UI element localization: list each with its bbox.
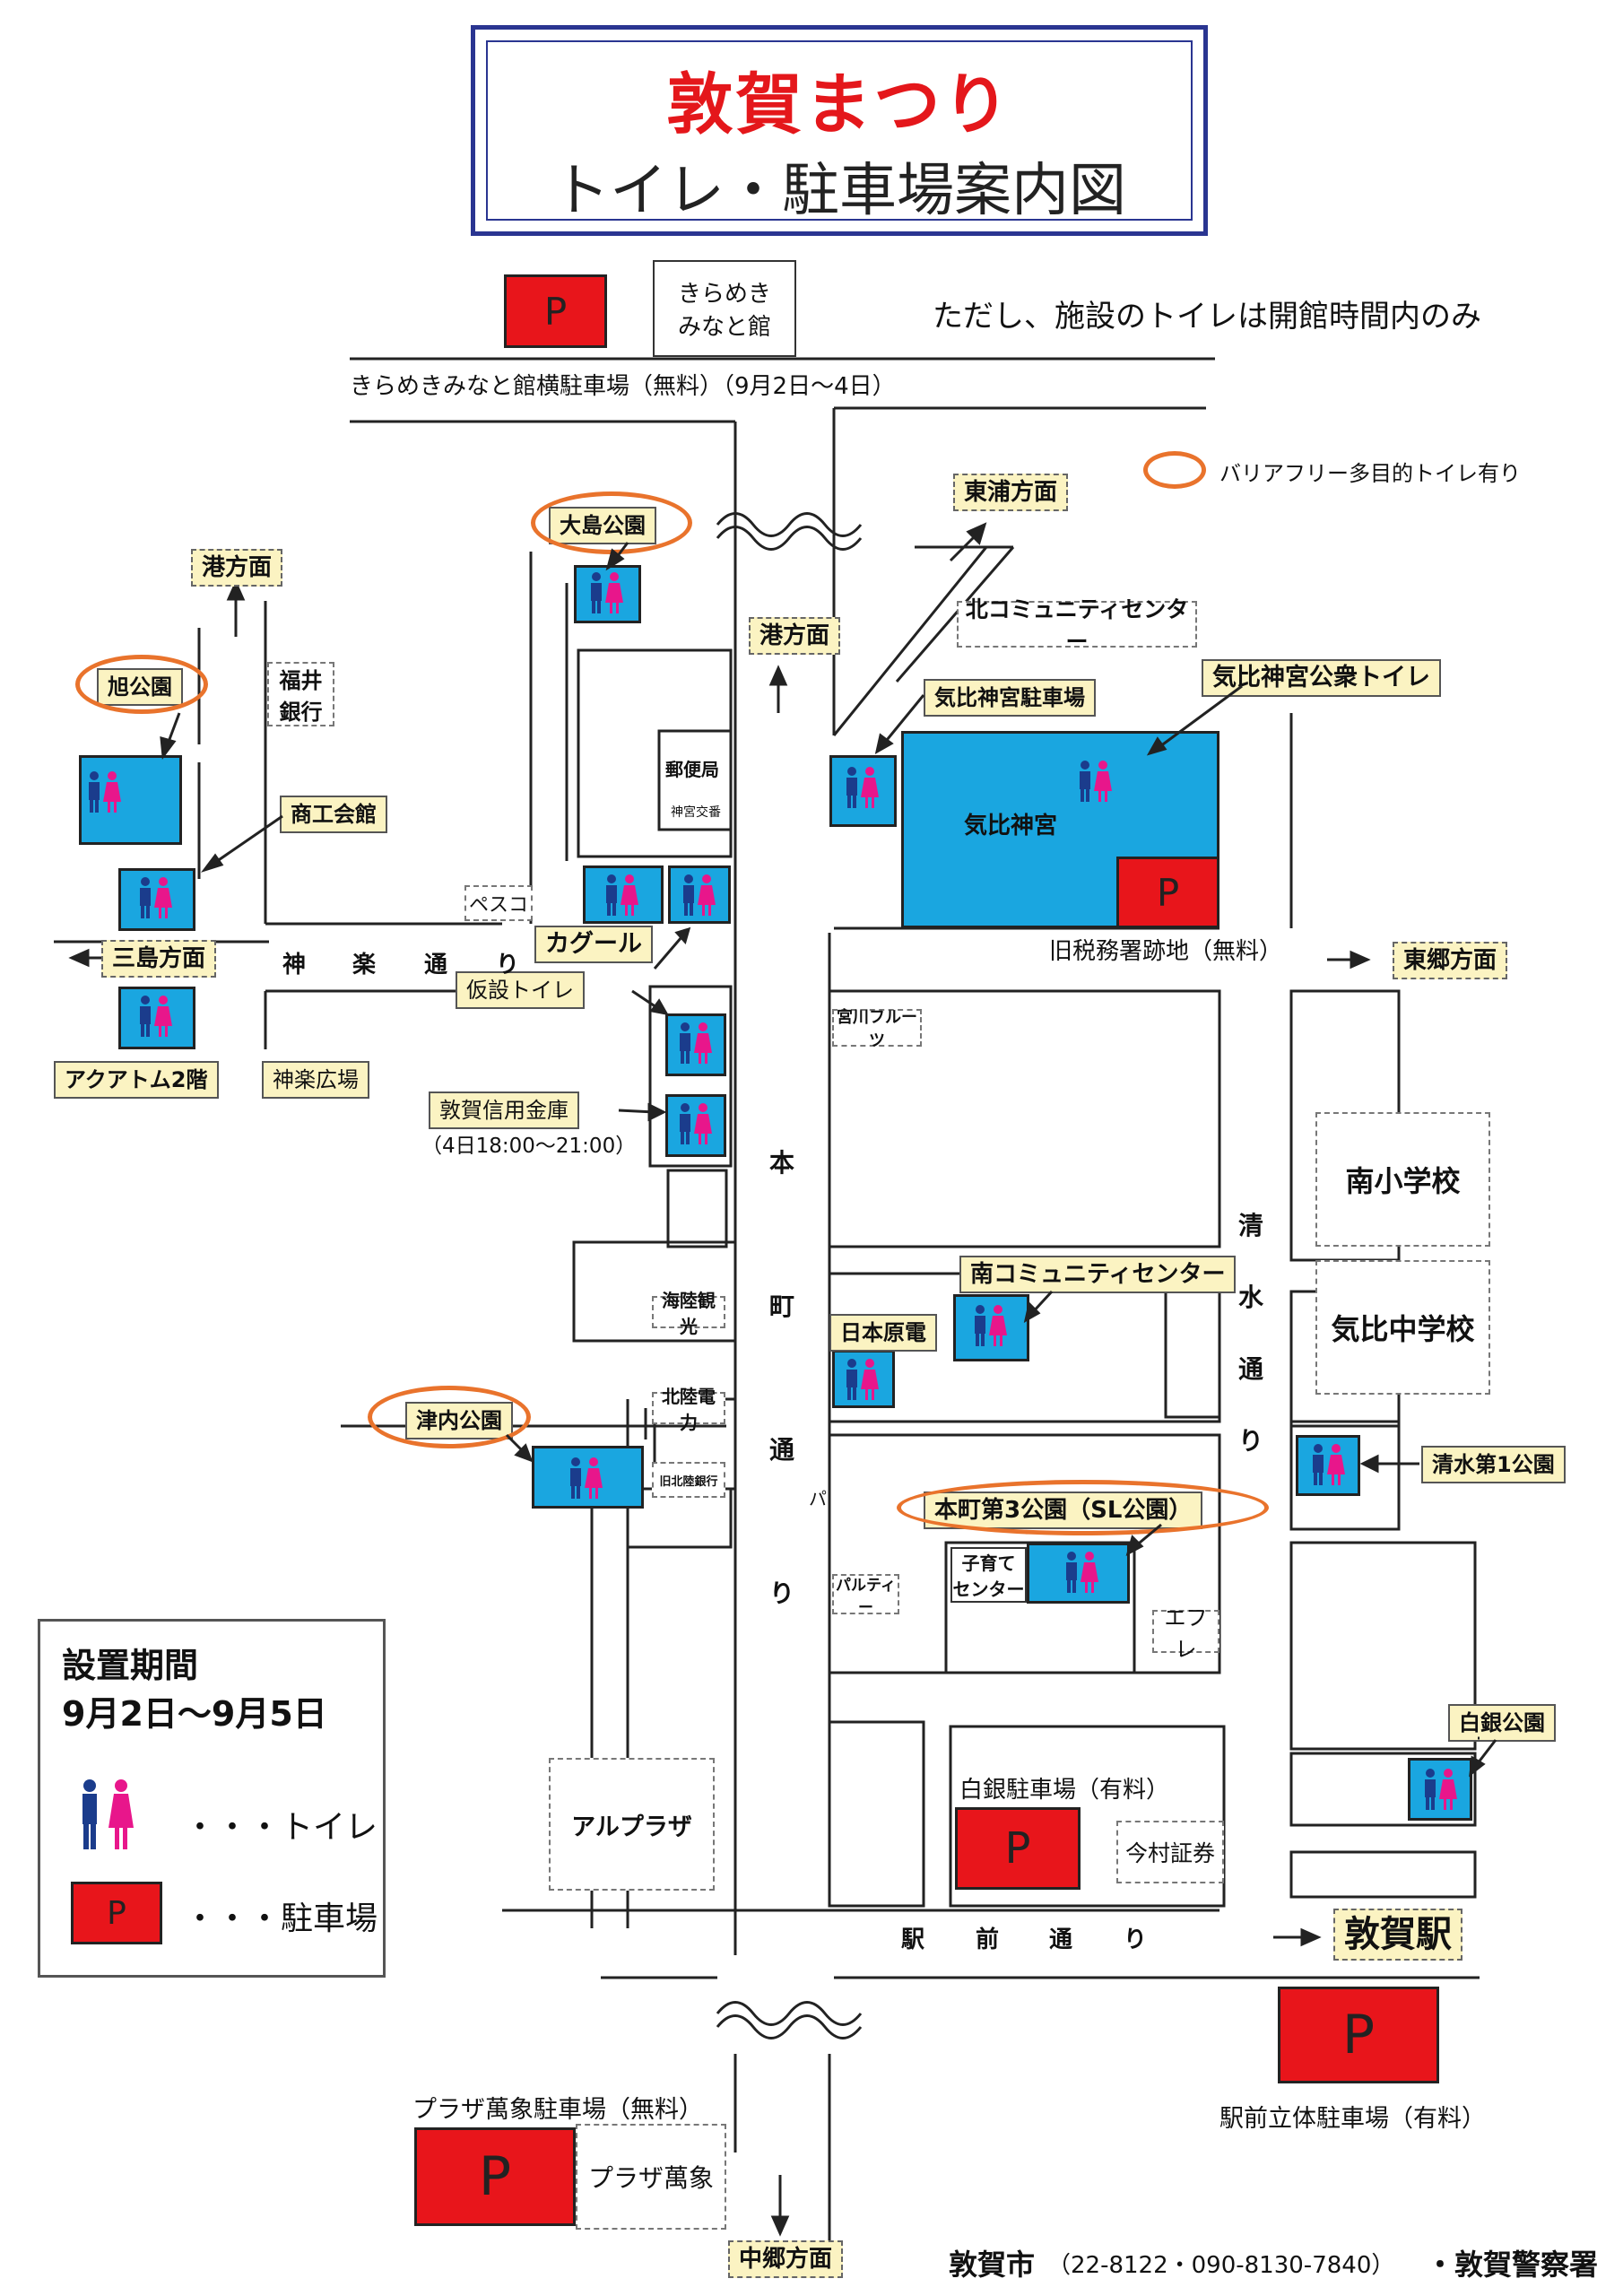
label-nihon-genden: 日本原電 (829, 1314, 937, 1352)
page-title: 敦賀まつり (666, 66, 1012, 144)
parking-kirameki: P (504, 274, 607, 348)
facility-kosodate: 子育て センター (950, 1547, 1027, 1603)
road-kagura-4: り (496, 952, 520, 978)
ekimae-lot-label: 駅前立体駐車場（有料） (1219, 2105, 1486, 2133)
kirameki-building: きらめき みなと館 (653, 260, 796, 357)
barrier-free-honmachi3 (897, 1480, 1269, 1535)
facility-kita-comm: 北コミュニティセンター (957, 596, 1197, 655)
road-honmachi-4: り (768, 1578, 794, 1608)
road-pa-mark: パ (809, 1488, 827, 1509)
label-kagura-hiroba: 神楽広場 (262, 1061, 369, 1099)
label-shokokai: 商工会館 (280, 796, 387, 833)
label-shinkin-time: （4日18:00〜21:00） (421, 1135, 637, 1158)
facility-miyakawa: 宮川フルーツ (832, 1008, 922, 1050)
toilet-honmachi3 (1027, 1543, 1130, 1604)
label-aquatom: アクアトム2階 (54, 1061, 219, 1099)
facility-fukui-bank: 福井 銀行 (267, 662, 334, 726)
parking-plaza: P (414, 2127, 576, 2226)
road-ekimae-3: 通 (1049, 1926, 1073, 1953)
road-shimizu-3: 通 (1237, 1354, 1263, 1384)
dir-minato-left: 港方面 (191, 549, 283, 587)
road-kagura-1: 神 (282, 952, 307, 978)
road-shimizu-2: 水 (1237, 1283, 1263, 1312)
footer-phones: （22-8122・090-8130-7840） (1047, 2252, 1395, 2279)
parking-kehi: P (1116, 857, 1219, 928)
facility-kehi-chu: 気比中学校 (1315, 1260, 1490, 1395)
toilet-kagool-2 (668, 865, 731, 924)
dir-tsuruga-station: 敦賀駅 (1333, 1909, 1462, 1961)
plaza-bansho: プラザ萬象 (576, 2124, 726, 2230)
facility-kyu-hokuriku: 旧北陸銀行 (652, 1462, 725, 1498)
plaza-lot-label: プラザ萬象駐車場（無料） (412, 2096, 703, 2124)
barrier-free-legend-text: バリアフリー多目的トイレ有り (1219, 461, 1521, 486)
toilet-shimizu1 (1296, 1435, 1360, 1496)
dir-nakago: 中郷方面 (728, 2240, 844, 2278)
kirameki-lot-label: きらめきみなと館横駐車場（無料）（9月2日〜4日） (350, 373, 896, 400)
dir-togo: 東郷方面 (1393, 942, 1508, 979)
barrier-free-asahi (75, 655, 208, 714)
dir-toura: 東浦方面 (953, 474, 1069, 511)
kehi-jingu-label: 気比神宮 (964, 813, 1058, 839)
road-kagura-3: 通 (424, 952, 448, 978)
label-kehi-toilet: 気比神宮公衆トイレ (1202, 659, 1441, 697)
dir-mishima: 三島方面 (101, 940, 217, 978)
legend-toilet-icon (82, 1779, 134, 1849)
legend-parking-text: ・・・駐車場 (184, 1900, 378, 1937)
facility-aruplaza: アルプラザ (549, 1758, 715, 1891)
label-kagool: カグール (534, 926, 653, 963)
road-honmachi-3: 通 (768, 1435, 794, 1465)
label-shirogane-park: 白銀公園 (1448, 1704, 1556, 1742)
barrier-free-tsunai (368, 1386, 531, 1448)
legend-title: 設置期間 (62, 1646, 199, 1685)
legend-period: 9月2日〜9月5日 (62, 1694, 327, 1734)
title-frame: 敦賀まつり トイレ・駐車場案内図 (471, 25, 1208, 236)
road-ekimae-1: 駅 (901, 1926, 925, 1953)
footer-city: 敦賀市 (949, 2248, 1036, 2282)
toilet-oshima (574, 565, 641, 623)
toilet-shirogane-park (1408, 1758, 1472, 1821)
imamura-securities: 今村証券 (1116, 1821, 1224, 1883)
label-shimizu1-park: 清水第1公園 (1421, 1446, 1566, 1483)
label-kehi-lot: 気比神宮駐車場 (924, 679, 1096, 717)
legend-toilet-text: ・・・トイレ (184, 1809, 378, 1846)
legend-parking-icon: P (71, 1882, 162, 1944)
legend-panel: 設置期間 9月2日〜9月5日 ・・・トイレ P ・・・駐車場 (38, 1619, 386, 1978)
toilet-shokokai (118, 868, 195, 931)
page-subtitle: トイレ・駐車場案内図 (552, 158, 1126, 224)
road-shimizu-1: 清 (1237, 1211, 1263, 1240)
footer-police: ・敦賀警察署 (1426, 2248, 1599, 2282)
road-ekimae-2: 前 (976, 1926, 1000, 1953)
kyuzeimusho-lot-label: 旧税務署跡地（無料） (1049, 938, 1283, 965)
road-ekimae-4: り (1124, 1926, 1148, 1953)
label-minami-comm: 南コミュニティセンター (959, 1256, 1237, 1293)
barrier-free-legend-oval (1143, 451, 1206, 489)
facility-jingu-koban: 神宮交番 (671, 805, 721, 820)
shirogane-lot-label: 白銀駐車場（有料） (959, 1777, 1170, 1804)
parking-ekimae: P (1278, 1987, 1439, 2083)
road-honmachi-2: 町 (768, 1292, 794, 1321)
facility-minami-sho: 南小学校 (1315, 1112, 1490, 1247)
label-kasetsu: 仮設トイレ (456, 971, 585, 1009)
dir-minato-center: 港方面 (749, 617, 841, 655)
parking-shirogane: P (955, 1807, 1081, 1890)
facility-parutei: パルティー (832, 1574, 899, 1617)
facility-pesuko: ペスコ (464, 885, 533, 921)
label-shinkin: 敦賀信用金庫 (429, 1091, 579, 1129)
road-shimizu-4: り (1237, 1426, 1263, 1456)
road-kagura-2: 楽 (352, 952, 377, 978)
facility-yubinkyoku: 郵便局 (665, 759, 719, 780)
road-honmachi-1: 本 (768, 1148, 794, 1178)
note-text: ただし、施設のトイレは開館時間内のみ (933, 299, 1481, 335)
